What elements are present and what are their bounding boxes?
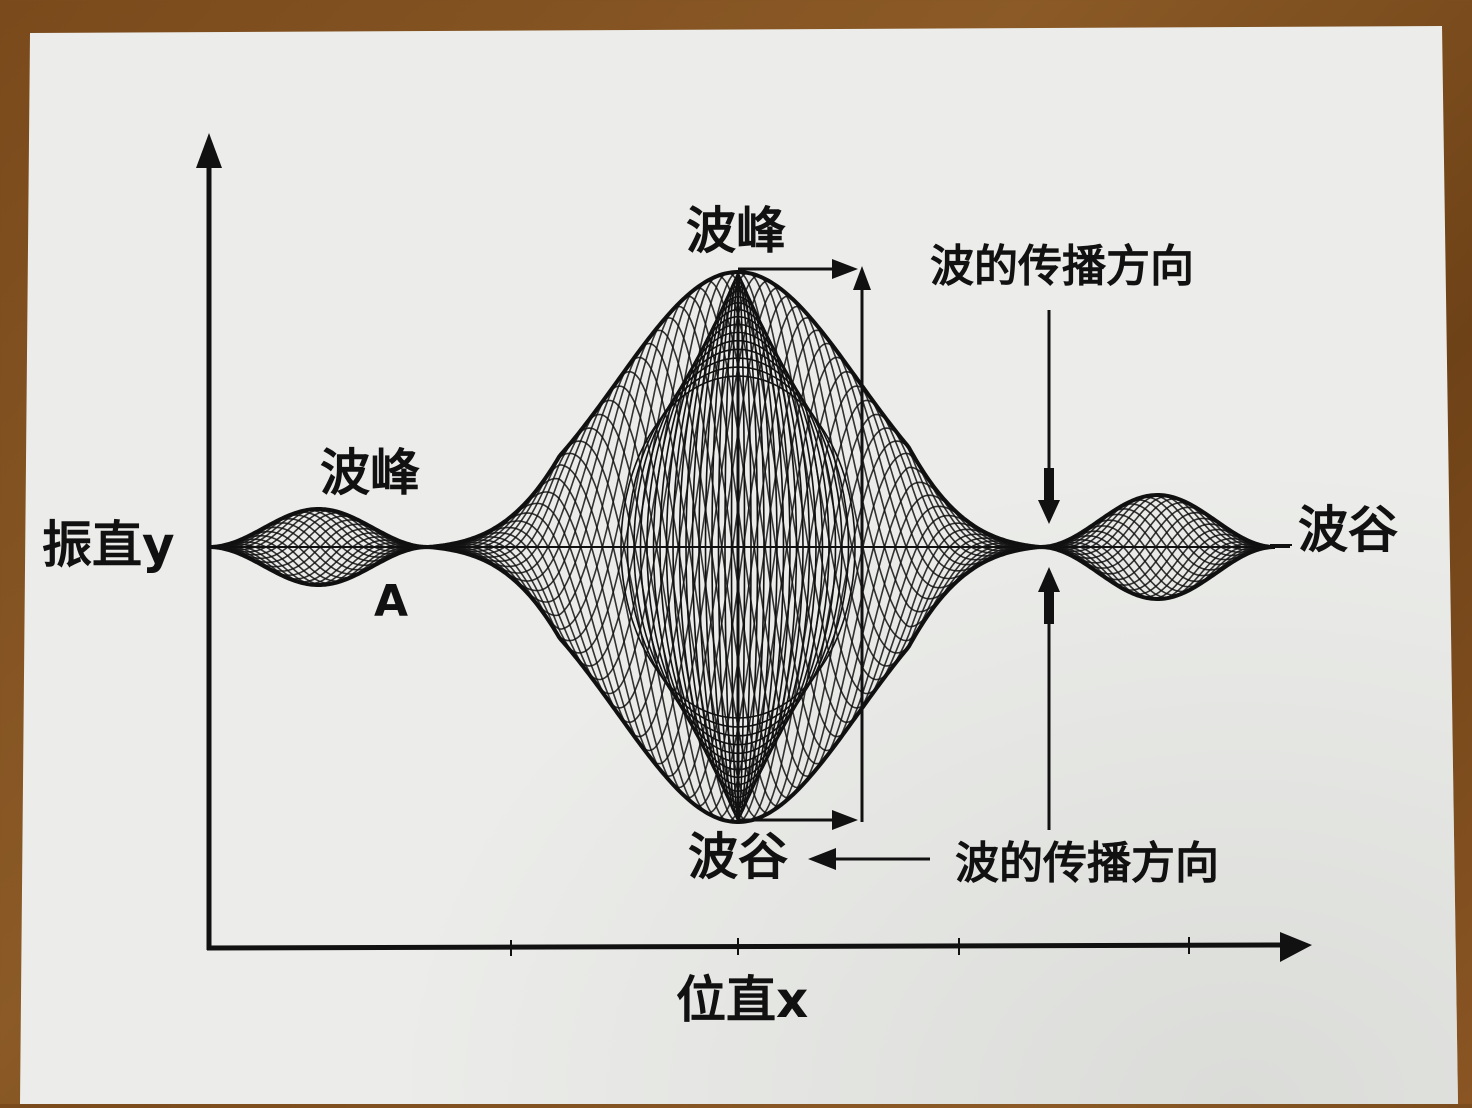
node-arrows-icon: [1038, 310, 1060, 830]
x-axis-label: 位直x: [676, 971, 809, 1029]
direction-arrow-left-icon: [808, 848, 930, 870]
y-axis-arrow-icon: [196, 133, 222, 168]
direction-bottom-label: 波的传播方向: [955, 838, 1219, 889]
point-a-label: A: [374, 576, 409, 627]
crest-small-label: 波峰: [320, 444, 420, 502]
x-axis: [206, 932, 1312, 962]
y-axis: [196, 133, 222, 950]
trough-main-label: 波谷: [688, 828, 788, 886]
y-axis-label: 振直y: [42, 516, 175, 574]
direction-top-label: 波的传播方向: [930, 241, 1194, 292]
trough-arrow-icon: [738, 810, 858, 830]
crest-main-label: 波峰: [686, 202, 786, 260]
x-axis-arrow-icon: [1280, 932, 1312, 962]
crest-arrow-icon: [738, 259, 871, 290]
trough-right-label: 波谷: [1298, 501, 1398, 559]
